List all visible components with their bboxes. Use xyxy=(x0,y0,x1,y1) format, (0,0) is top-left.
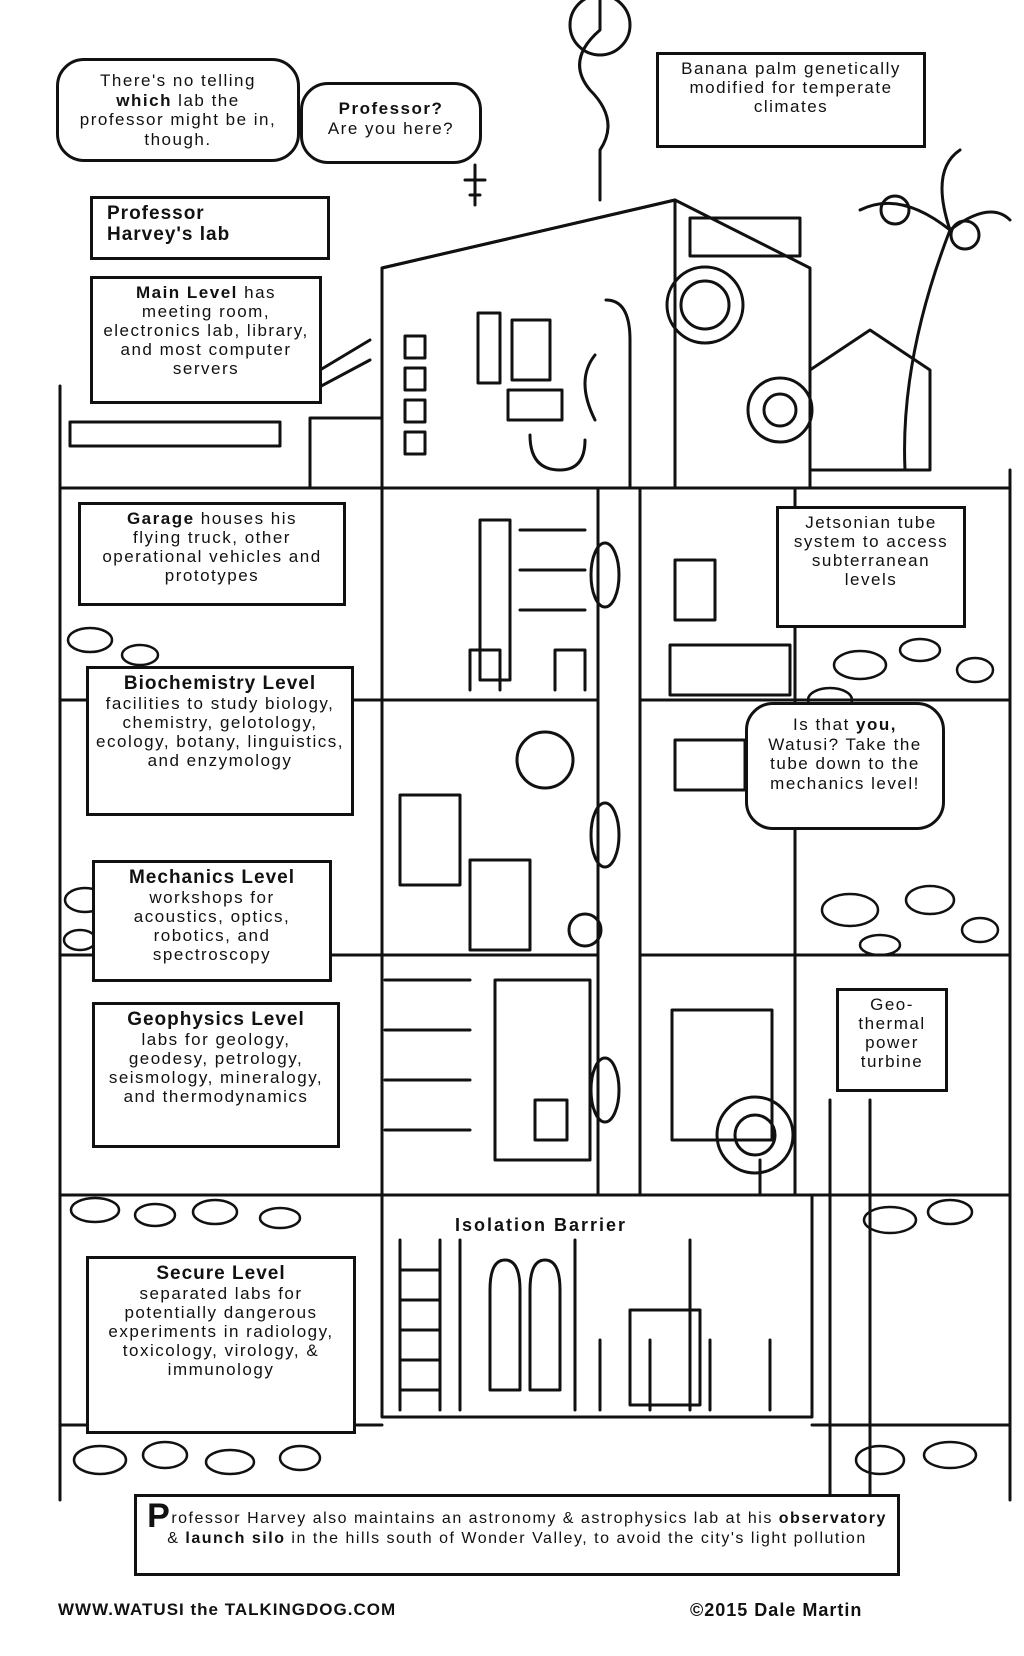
caption-text-bold: launch silo xyxy=(185,1530,286,1548)
caption-text: rofessor Harvey also maintains an astron… xyxy=(171,1510,779,1527)
banana-palm-caption: Banana palm genetically modified for tem… xyxy=(656,52,926,148)
main-level-caption: Main Level has meeting room, electronics… xyxy=(90,276,322,404)
observatory-caption: Professor Harvey also maintains an astro… xyxy=(134,1494,900,1576)
caption-body: separated labs for potentially dangerous… xyxy=(108,1284,334,1380)
mechanics-level-caption: Mechanics Level workshops for acoustics,… xyxy=(92,860,332,982)
lab-title-box: Professor Harvey's lab xyxy=(90,196,330,260)
bubble-text-bold: which xyxy=(116,90,172,110)
bubble-text-bold: you, xyxy=(856,715,897,734)
geophysics-level-caption: Geophysics Level labs for geology, geode… xyxy=(92,1002,340,1148)
bubble-text: Are you here? xyxy=(327,118,455,138)
speech-bubble-watusi: Is that you, Watusi? Take the tube down … xyxy=(745,702,945,830)
caption-heading: Mechanics Level xyxy=(128,867,296,888)
caption-text: in the hills south of Wonder Valley, to … xyxy=(285,1530,867,1548)
caption-text: Jetsonian tube system to access subterra… xyxy=(793,513,949,590)
website-credit: WWW.WATUSI the TALKINGDOG.COM xyxy=(58,1600,397,1619)
secure-level-caption: Secure Level separated labs for potentia… xyxy=(86,1256,356,1434)
isolation-barrier-label: Isolation Barrier xyxy=(455,1215,628,1235)
caption-body: labs for geology, geodesy, petrology, se… xyxy=(108,1030,324,1107)
rocks xyxy=(62,626,1000,1476)
speech-bubble-no-telling: There's no telling which lab the profess… xyxy=(56,58,300,162)
secure-level-walls xyxy=(380,1193,814,1419)
bubble-text: Is that xyxy=(793,715,857,734)
caption-text: & xyxy=(167,1530,186,1548)
bubble-text: Watusi? Take the tube down to the mechan… xyxy=(768,734,922,793)
caption-heading: Main Level xyxy=(135,283,238,302)
caption-text-bold: observatory xyxy=(778,1510,887,1527)
title-line-1: Professor xyxy=(107,203,205,224)
bubble-text: There's no telling xyxy=(100,71,256,90)
caption-text: Geo- thermal power turbine xyxy=(858,995,926,1072)
caption-body: meeting room, electronics lab, library, … xyxy=(103,302,309,379)
copyright-credit: ©2015 Dale Martin xyxy=(690,1600,863,1620)
caption-text: houses his xyxy=(194,509,298,528)
caption-body: facilities to study biology, chemistry, … xyxy=(96,694,344,771)
caption-heading: Geophysics Level xyxy=(127,1009,305,1030)
caption-heading: Garage xyxy=(126,509,195,528)
bubble-text: lab the professor might be in, though. xyxy=(79,90,277,149)
title-line-2: Harvey's lab xyxy=(107,224,231,246)
bubble-text-bold: Professor? xyxy=(338,99,444,118)
geothermal-turbine-caption: Geo- thermal power turbine xyxy=(836,988,948,1092)
caption-text: Banana palm genetically modified for tem… xyxy=(681,59,901,117)
caption-body: workshops for acoustics, optics, robotic… xyxy=(133,888,291,965)
caption-body: flying truck, other operational vehicles… xyxy=(102,528,322,586)
speech-bubble-professor-here: Professor? Are you here? xyxy=(300,82,482,164)
biochemistry-level-caption: Biochemistry Level facilities to study b… xyxy=(86,666,354,816)
caption-text: has xyxy=(237,283,277,302)
caption-heading: Biochemistry Level xyxy=(123,673,317,694)
banana-palm xyxy=(858,148,1012,472)
tube-walls xyxy=(596,486,642,1197)
garage-caption: Garage houses his flying truck, other op… xyxy=(78,502,346,606)
drop-cap: P xyxy=(147,1497,172,1535)
garage-house xyxy=(808,328,932,472)
caption-heading: Secure Level xyxy=(156,1263,286,1284)
tube-system-caption: Jetsonian tube system to access subterra… xyxy=(776,506,966,628)
